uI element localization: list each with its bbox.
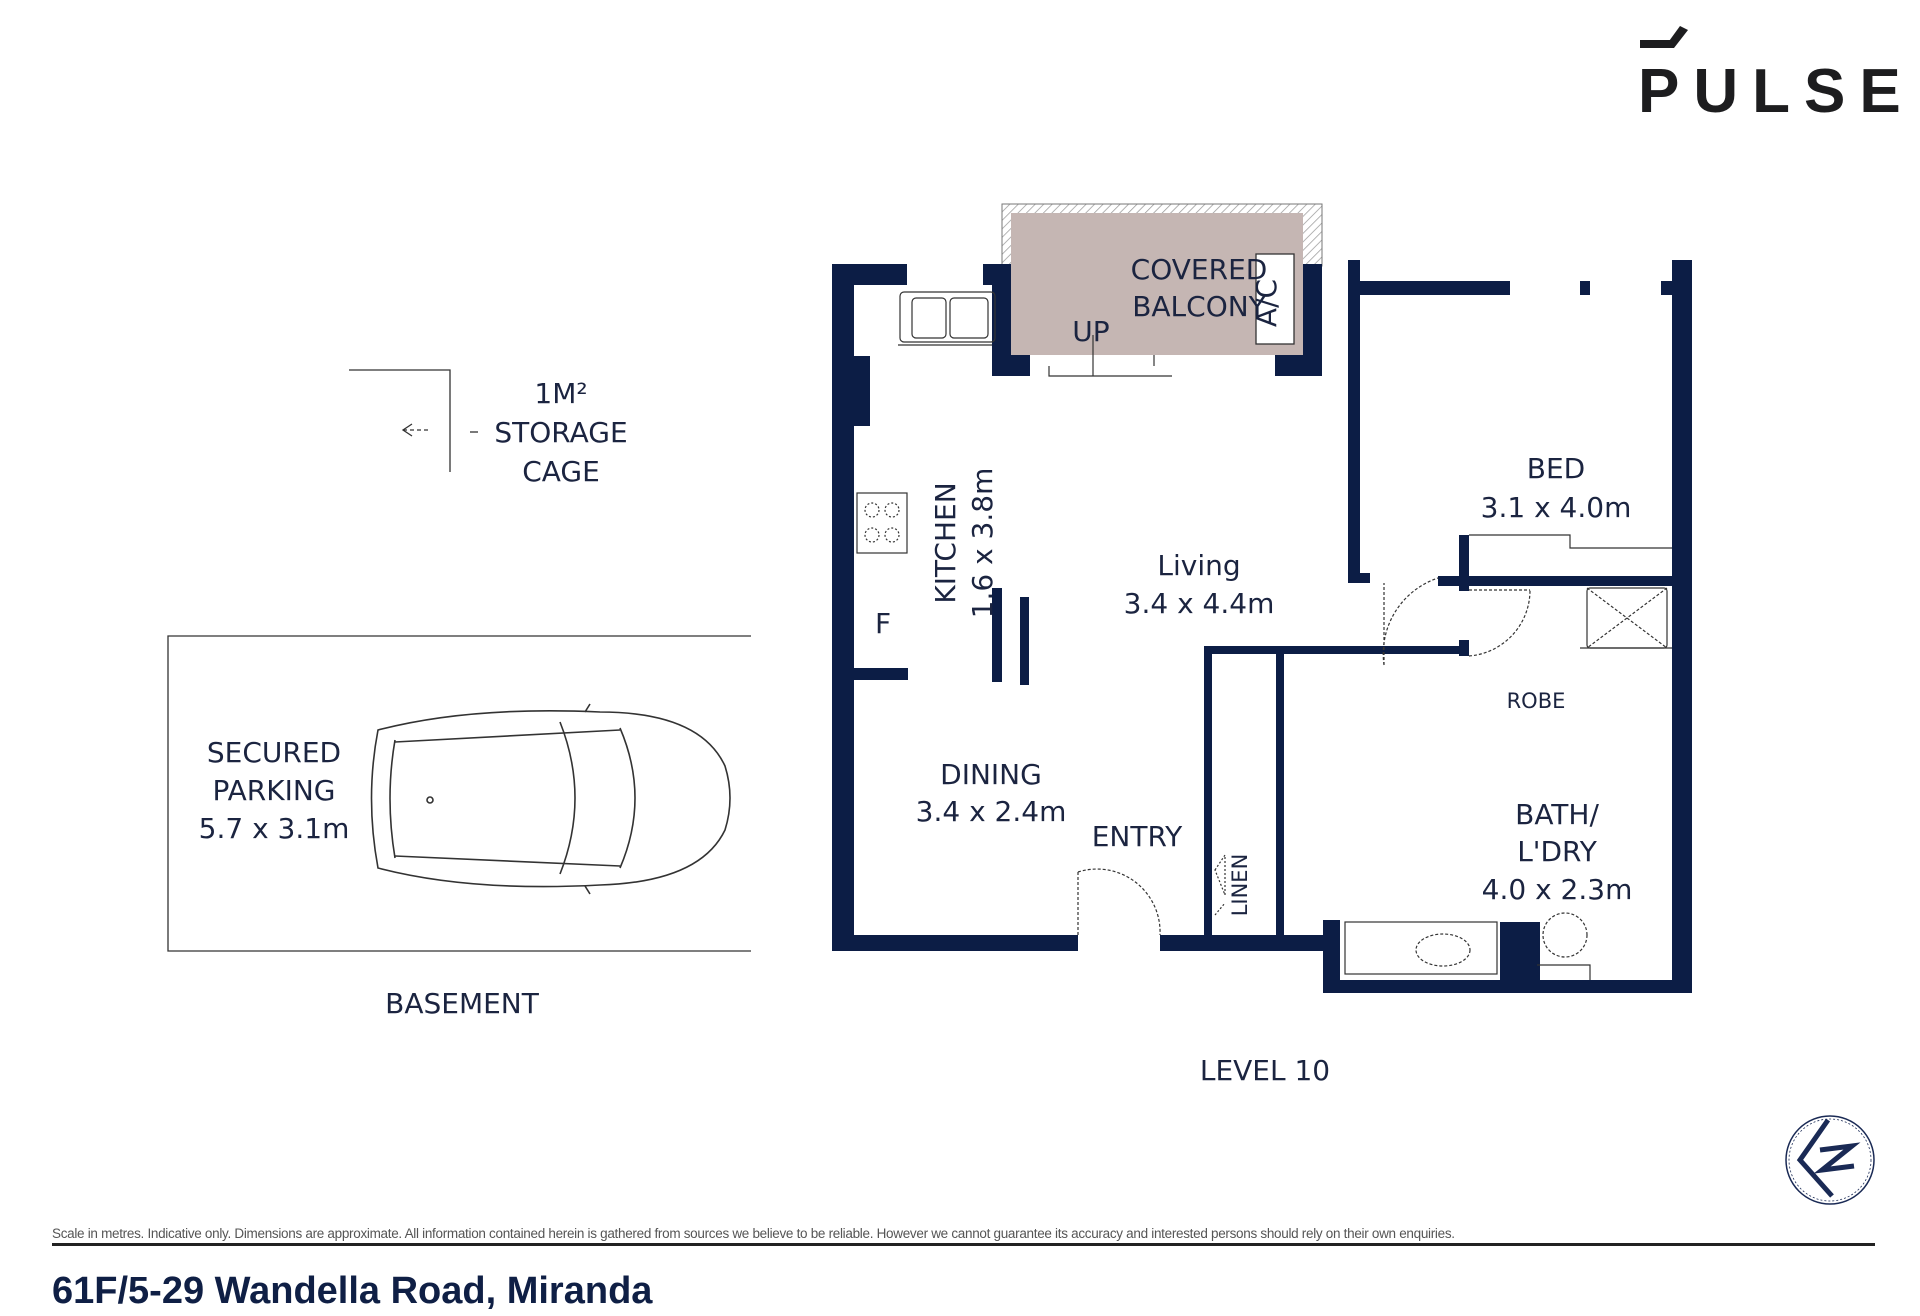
pulse-logo-text: PULSE [1638,57,1915,126]
entry-door-icon [1077,868,1161,936]
storage-label: STORAGE [494,416,627,449]
fixtures [856,291,1672,980]
robe-label: ROBE [1507,689,1566,713]
balcony-area [1011,213,1303,355]
cooktop-icon [856,492,908,554]
footer-divider [52,1243,1875,1246]
parking-label-2: PARKING [213,774,336,807]
parking-size: 5.7 x 3.1m [199,812,350,845]
storage-cage [349,369,478,472]
stair-up-label: UP [1072,315,1109,348]
storage-label-2: CAGE [522,455,600,488]
parking-label: SECURED [207,736,341,769]
disclaimer-text: Scale in metres. Indicative only. Dimens… [52,1226,1455,1241]
parking-bay [167,635,751,952]
kitchen-label: KITCHEN [929,482,962,603]
bed-label: BED [1527,452,1585,485]
bath-door-icon [1468,589,1531,657]
bed-door-icon [1382,577,1439,666]
ac-unit [1255,253,1295,345]
living-label: Living [1157,549,1240,582]
entry-label: ENTRY [1092,820,1183,853]
kitchen-size: 1.6 x 3.8m [966,468,999,619]
bath-label: BATH/ [1515,798,1599,831]
ac-label: A/C [1250,279,1283,327]
basement-label: BASEMENT [385,987,540,1020]
agent-logo [1785,1115,1875,1205]
living-size: 3.4 x 4.4m [1124,587,1275,620]
bed-size: 3.1 x 4.0m [1481,491,1632,524]
storage-size: 1M² [534,377,587,410]
vanity-icon [1344,921,1498,975]
car-icon [370,703,731,895]
dining-label: DINING [940,758,1042,791]
bath-size: 4.0 x 2.3m [1482,873,1633,906]
balcony-label: COVERED [1131,253,1268,286]
walls [832,260,1692,993]
bath-label-2: L'DRY [1517,835,1598,868]
toilet-icon [1542,912,1588,958]
balcony-label-2: BALCONY [1132,290,1266,323]
dining-size: 3.4 x 2.4m [916,795,1067,828]
fridge-label: F [875,607,891,640]
level-label: LEVEL 10 [1200,1054,1330,1087]
pulse-logo: PULSE [1638,26,1915,126]
property-address: 61F/5-29 Wandella Road, Miranda [52,1270,653,1312]
sink-icon [899,291,996,343]
linen-label: LINEN [1228,854,1252,917]
